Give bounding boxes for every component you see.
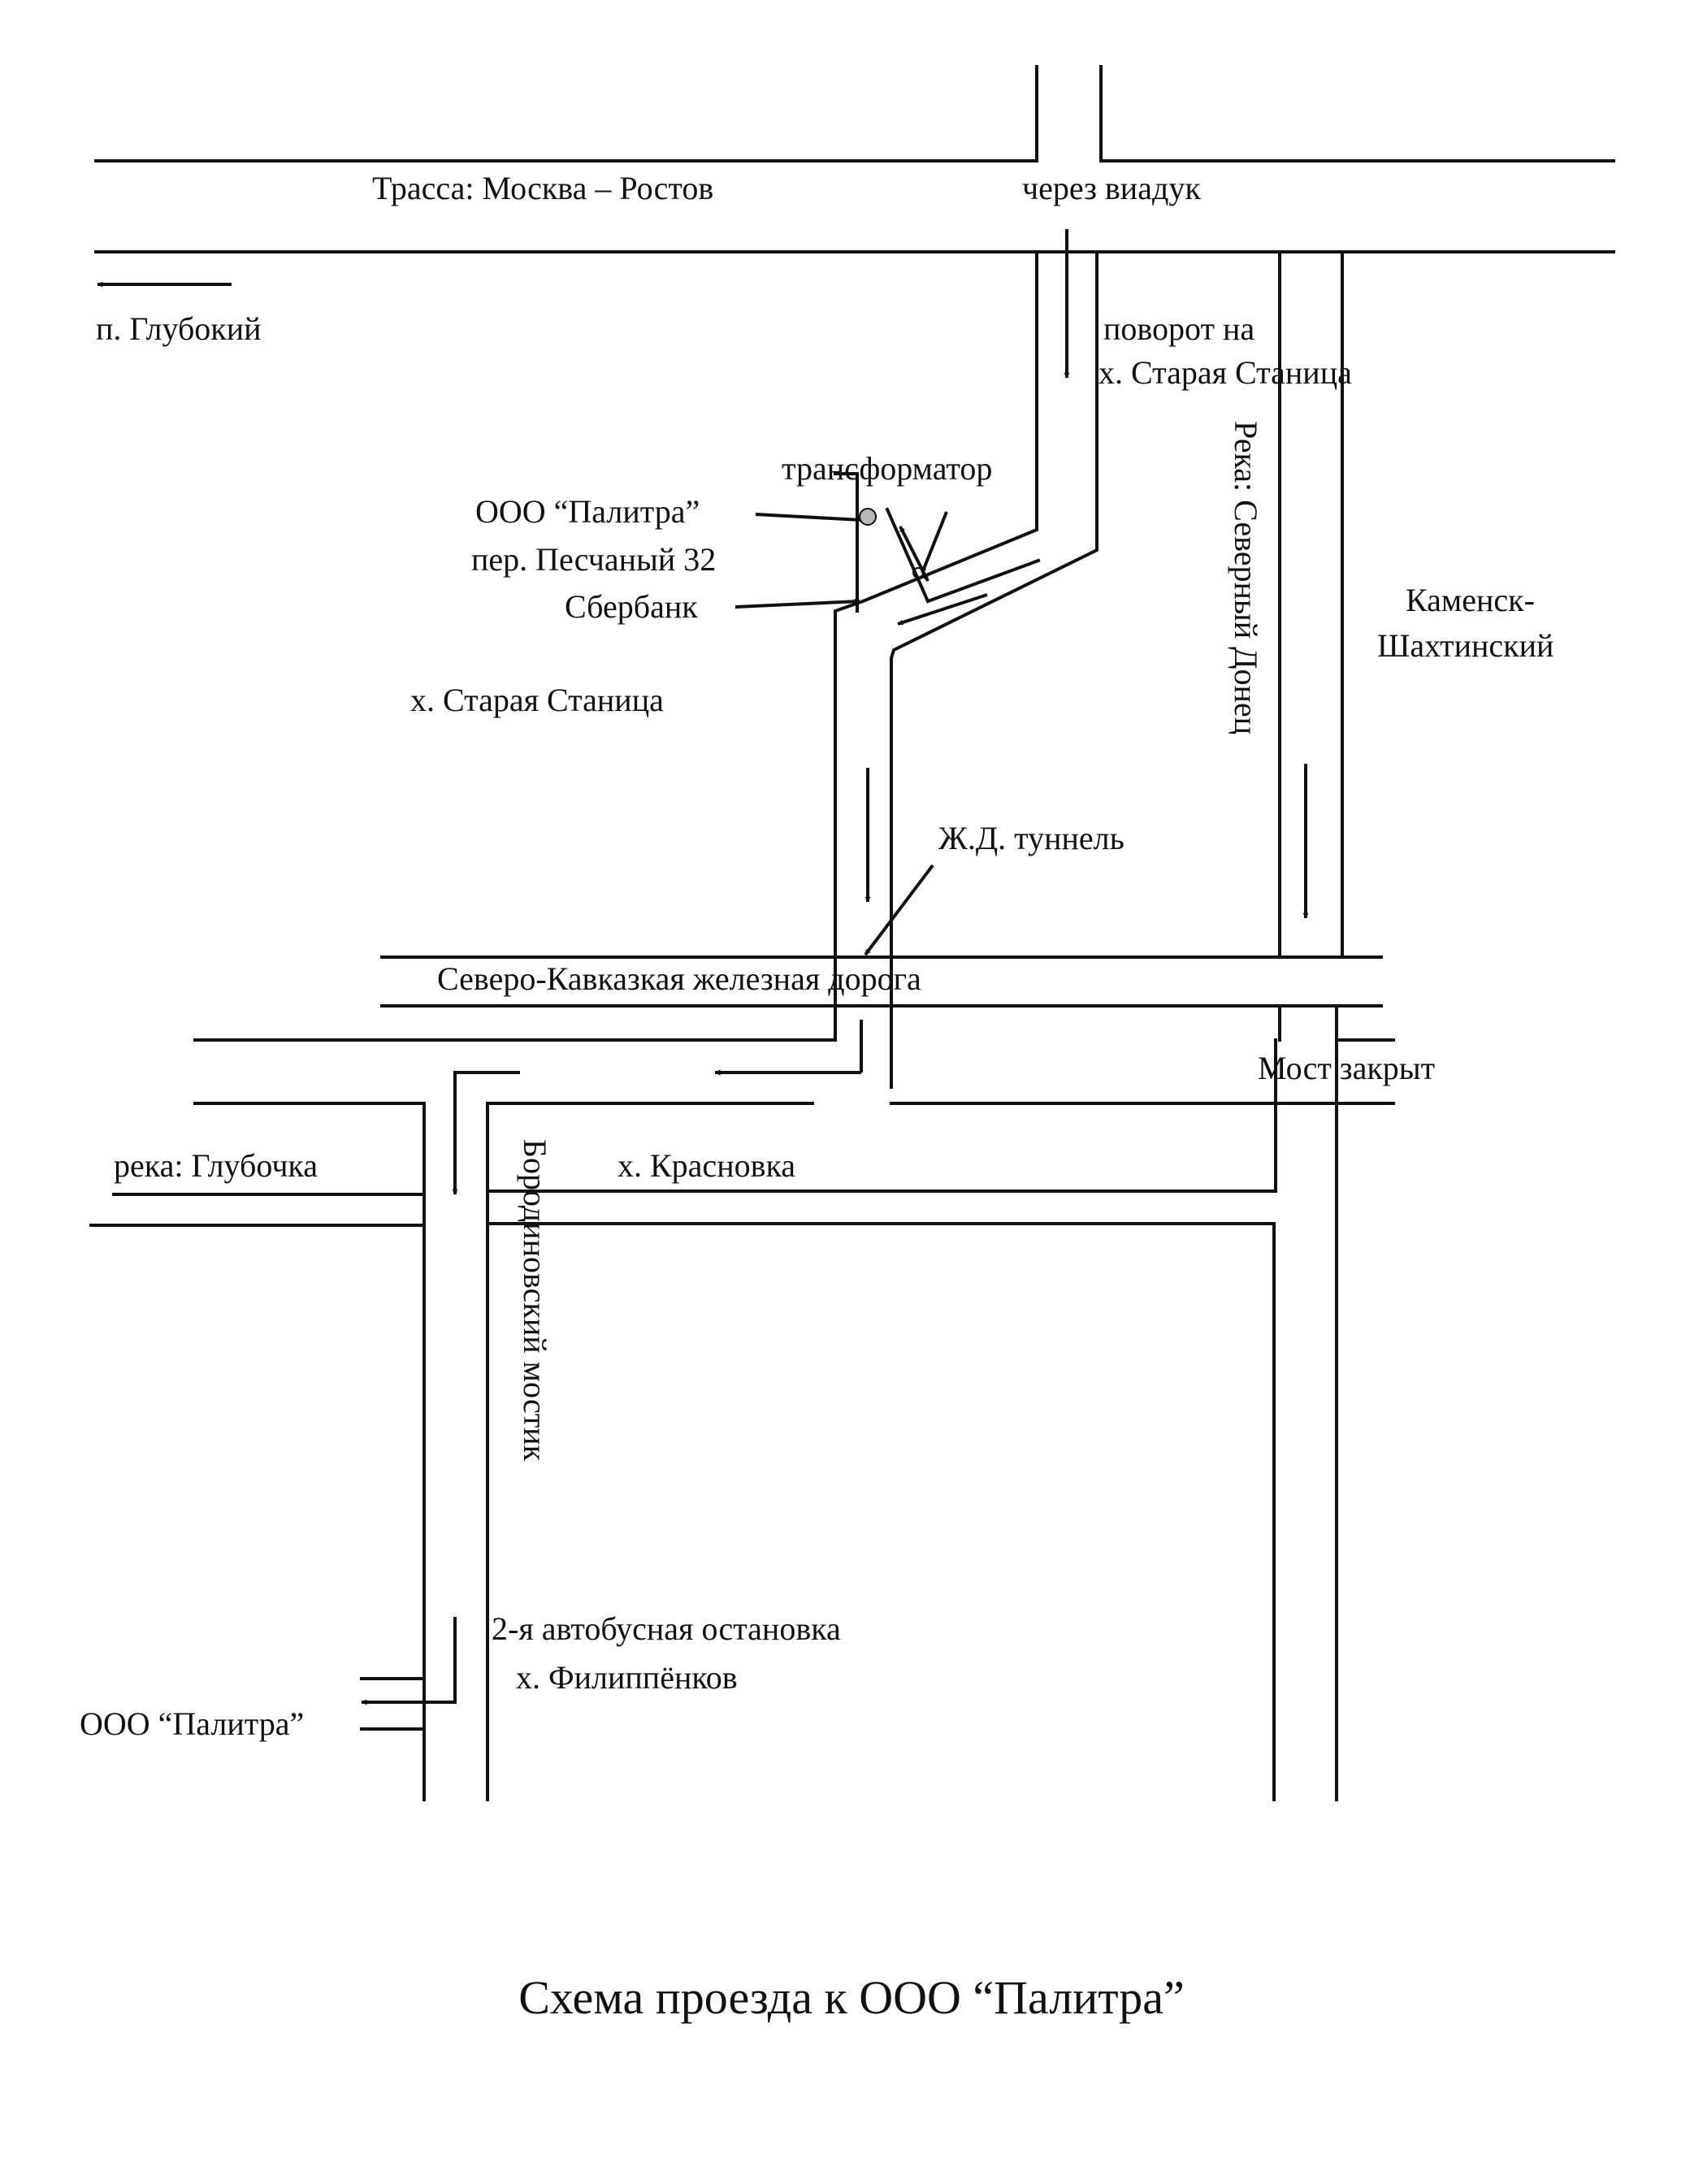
borodinovskiy-label: Бородиновский мостик [517,1139,553,1462]
bus-stop-label: 2-я автобусная остановка [492,1610,841,1647]
branch-road [925,558,1041,604]
arrows [97,229,1309,1705]
branch-arrow [897,593,988,626]
turn-label-line2: х. Старая Станица [1098,354,1352,391]
glubochka-river [89,1193,426,1227]
railway-label: Северо-Кавказкая железная дорога [437,960,921,997]
rail-tunnel-label: Ж.Д. туннель [938,820,1124,856]
highway-label: Трасса: Москва – Ростов [372,170,713,206]
transformer-marker-icon [912,567,924,578]
bridge-closed-label: Мост закрыт [1258,1050,1435,1086]
sberbank-pointer [734,598,860,609]
viaduct-road [193,250,1098,1089]
donets-river [1278,250,1395,1801]
sberbank-label: Сбербанк [565,588,698,625]
krasnovka-label: х. Красновка [618,1147,795,1184]
viaduct-label: через виадук [1022,170,1201,206]
company-marker-icon [859,508,877,526]
kamensk-label-line2: Шахтинский [1377,627,1554,664]
krasnovka-road [193,1038,1395,1801]
turn-label-line1: поворот на [1103,310,1254,347]
glubochka-river-label: река: Глубочка [114,1147,318,1184]
palitra-bottom-label: ООО “Палитра” [80,1705,304,1742]
glubokiy-label: п. Глубокий [96,310,262,347]
transformer-label: трансформатор [782,450,992,487]
company-road [834,472,859,613]
borodinovskiy-arrow [452,1071,520,1195]
map-caption: Схема проезда к ООО “Палитра” [518,1971,1185,2024]
kamensk-label-line1: Каменск- [1406,582,1535,618]
donets-river-label: Река: Северный Донец [1228,421,1264,734]
palitra-pointer [755,513,862,523]
address-label: пер. Песчаный 32 [471,541,716,578]
staraya-stanitsa-label: х. Старая Станица [410,682,664,718]
railway-lines [380,956,1383,1008]
transformer-pointer [921,511,948,574]
filippenkov-road [360,1677,426,1801]
filippenkov-arrow [361,1617,457,1705]
palitra-top-label: ООО “Палитра” [475,493,700,530]
tunnel-pointer [864,864,934,956]
highway-road [94,65,1615,254]
filippenkov-label: х. Филиппёнков [516,1659,738,1696]
